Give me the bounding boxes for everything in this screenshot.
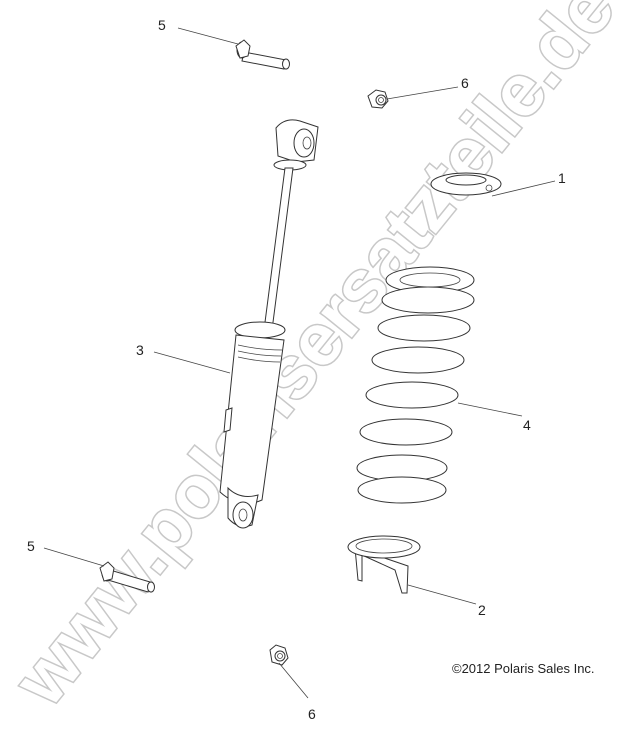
bolt-upper[interactable] <box>235 39 290 70</box>
callout-4: 4 <box>523 417 531 433</box>
nut-lower[interactable] <box>269 644 289 666</box>
callout-2: 2 <box>478 602 486 618</box>
callout-5: 5 <box>27 538 35 554</box>
leader-1 <box>491 180 556 197</box>
leader-5a <box>177 27 239 45</box>
coil-spring[interactable] <box>356 266 475 504</box>
callout-5: 5 <box>158 17 166 33</box>
watermark: www.polarisersatzteile.de <box>0 0 632 722</box>
leader-6a <box>386 86 459 100</box>
leader-6b <box>278 662 309 699</box>
copyright-notice: ©2012 Polaris Sales Inc. <box>452 661 595 676</box>
bolt-lower[interactable] <box>99 561 155 593</box>
callout-6: 6 <box>308 706 316 722</box>
callout-6: 6 <box>461 75 469 91</box>
spring-seat-lower[interactable] <box>347 535 421 594</box>
leader-5b <box>43 547 105 567</box>
callout-3: 3 <box>136 342 144 358</box>
shock-absorber[interactable] <box>219 119 319 529</box>
leader-3 <box>153 351 231 374</box>
spring-seat-upper[interactable] <box>430 172 502 196</box>
leader-2 <box>407 584 477 605</box>
callout-1: 1 <box>558 170 566 186</box>
nut-upper[interactable] <box>367 89 389 109</box>
leader-4 <box>457 402 523 417</box>
